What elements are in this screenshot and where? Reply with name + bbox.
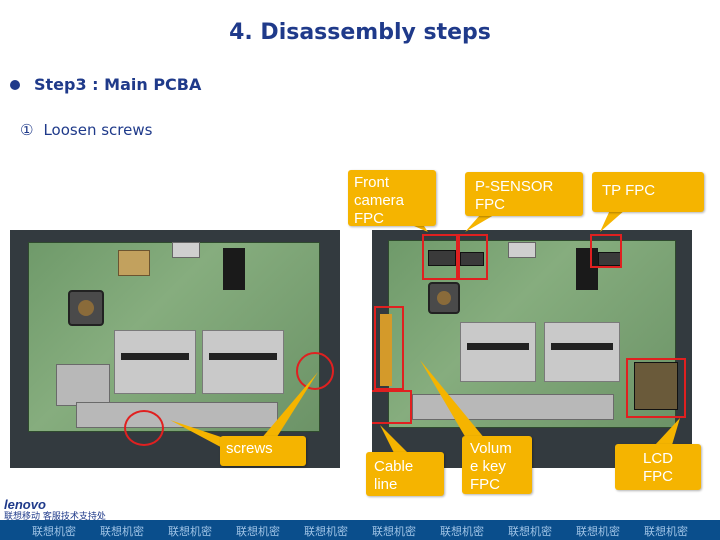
right-front-camera-highlight xyxy=(422,234,458,280)
right-tp-fpc-highlight xyxy=(590,234,622,268)
callout-text: FPC xyxy=(643,468,673,485)
cable-line-leader xyxy=(380,425,410,455)
right-sim-slot-2 xyxy=(544,322,620,382)
right-bottom-shield xyxy=(412,394,614,420)
right-cable-line-highlight xyxy=(372,390,412,424)
callout-text: line xyxy=(374,476,398,493)
footer-watermark: 联想机密 xyxy=(32,525,76,538)
footer-watermark: 联想机密 xyxy=(372,525,416,538)
footer-watermark: 联想机密 xyxy=(168,525,212,538)
lenovo-logo: lenovo xyxy=(4,497,46,512)
left-audio-jack xyxy=(223,248,245,290)
volume-key-leader xyxy=(420,360,490,445)
right-front-camera-connector xyxy=(428,250,456,266)
callout-lcd-fpc: LCD FPC xyxy=(615,444,701,490)
footer-watermark: 联想机密 xyxy=(508,525,552,538)
substep-text: Loosen screws xyxy=(43,121,153,139)
footer-bar xyxy=(0,520,720,540)
right-rear-camera xyxy=(428,282,460,314)
right-volume-key-flex xyxy=(380,314,392,386)
callout-text: e key xyxy=(470,458,506,475)
left-camera-module xyxy=(118,250,150,276)
substep-number: ① xyxy=(20,121,34,139)
step-heading: Step3 : Main PCBA xyxy=(34,75,202,94)
callout-text: LCD xyxy=(642,450,673,467)
callout-text: FPC xyxy=(470,476,500,493)
callout-text: FPC xyxy=(354,210,384,227)
callout-front-camera-fpc: Front camera FPC xyxy=(348,170,436,227)
left-screw-highlight-2 xyxy=(296,352,334,390)
right-audio-jack xyxy=(576,248,598,290)
callout-volume-key-fpc: Volum e key FPC xyxy=(462,436,532,494)
left-pcba-photo xyxy=(10,230,340,468)
footer-watermark: 联想机密 xyxy=(236,525,280,538)
callout-text: screws xyxy=(226,440,273,457)
footer-watermark: 联想机密 xyxy=(644,525,688,538)
right-usb-port xyxy=(508,242,536,258)
lcd-fpc-leader xyxy=(655,418,680,445)
left-sim-slot-1 xyxy=(114,330,196,394)
right-sim-slot-1 xyxy=(460,322,536,382)
callout-text: camera xyxy=(354,192,405,209)
callout-screws: screws xyxy=(220,436,306,466)
substep-line: ① Loosen screws xyxy=(20,121,152,139)
right-volume-key-highlight xyxy=(374,306,404,390)
callout-text: P-SENSOR xyxy=(475,178,554,195)
right-lcd-connector xyxy=(634,362,678,410)
right-pcba-photo xyxy=(372,230,692,468)
callout-text: FPC xyxy=(475,196,505,213)
left-usb-port xyxy=(172,242,200,258)
left-rear-camera xyxy=(68,290,104,326)
right-p-sensor-connector xyxy=(460,252,484,266)
p-sensor-leader xyxy=(465,215,494,232)
slide-title: 4. Disassembly steps xyxy=(229,20,491,45)
footer-watermark: 联想机密 xyxy=(440,525,484,538)
right-p-sensor-highlight xyxy=(458,234,488,280)
footer-watermark: 联想机密 xyxy=(100,525,144,538)
screws-leader-1 xyxy=(170,420,230,452)
callout-text: Cable xyxy=(374,458,414,475)
callout-text: Volum xyxy=(470,440,512,457)
tp-fpc-leader xyxy=(600,210,625,232)
footer-watermark: 联想机密 xyxy=(576,525,620,538)
company-subtitle: 联想移动 客服技术支持处 xyxy=(4,512,106,522)
callout-cable-line: Cable line xyxy=(366,452,444,496)
left-sim-slot-2 xyxy=(202,330,284,394)
footer-watermark: 联想机密 xyxy=(304,525,348,538)
screws-leader-2 xyxy=(260,372,318,440)
callout-p-sensor-fpc: P-SENSOR FPC xyxy=(465,172,583,216)
left-screw-highlight-1 xyxy=(124,410,164,446)
bullet-dot-icon xyxy=(10,80,20,90)
right-lcd-fpc-highlight xyxy=(626,358,686,418)
callout-text: TP FPC xyxy=(602,182,656,199)
callout-tp-fpc: TP FPC xyxy=(592,172,704,212)
callout-text: Front xyxy=(354,174,390,191)
